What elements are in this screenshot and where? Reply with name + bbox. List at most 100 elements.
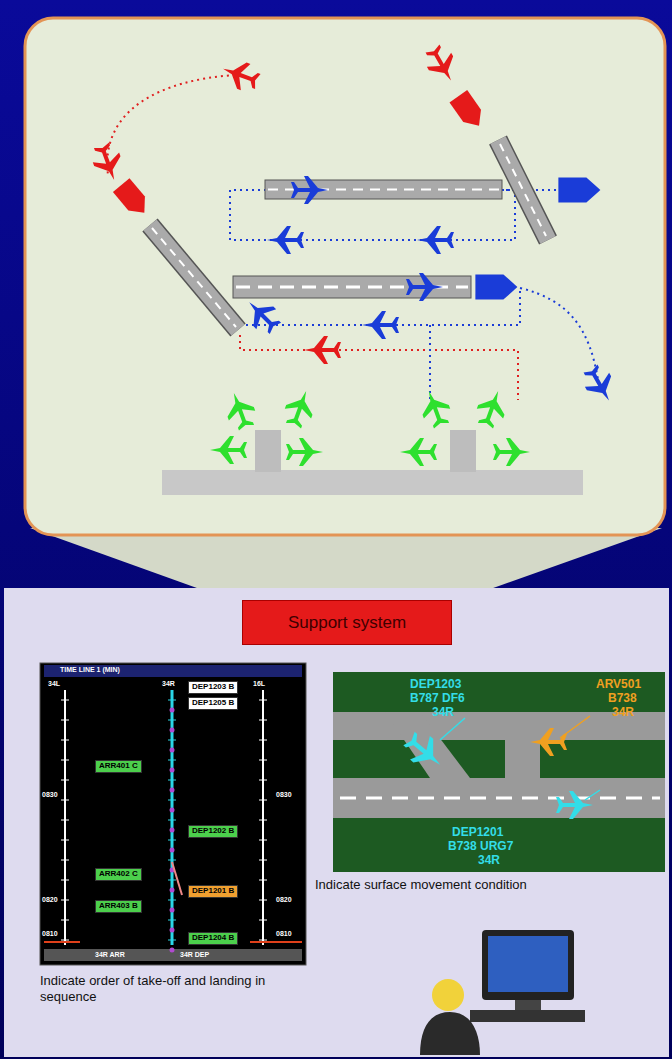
art-stroke: [230, 190, 265, 240]
art-stroke: [44, 941, 80, 943]
tick: [61, 840, 69, 841]
art-stroke: [498, 140, 548, 240]
art-stroke: [406, 273, 443, 301]
timeline-label: 34R DEP: [180, 951, 209, 959]
art-stroke: [113, 178, 153, 219]
tick: [259, 700, 267, 701]
flight-tag: ARR403 B: [95, 900, 142, 913]
art-stroke: [470, 1010, 585, 1022]
art-stroke: [88, 42, 488, 364]
tick: [259, 840, 267, 841]
flight-label: B738: [608, 692, 637, 705]
timeline-label: 0830: [276, 791, 292, 799]
art-stroke: [162, 470, 583, 495]
art-stroke: [239, 176, 621, 408]
flight-label: 34R: [432, 706, 454, 719]
art-stroke: [560, 716, 590, 738]
tick: [61, 820, 69, 821]
tag-text: DEP1202 B: [192, 827, 234, 836]
tick: [168, 820, 176, 821]
timeline-label: 0810: [276, 930, 292, 938]
dot: [170, 728, 175, 733]
art-stroke: [88, 140, 127, 184]
art-stroke: [240, 335, 518, 400]
tick: [61, 940, 69, 941]
art-stroke: [450, 430, 476, 472]
art-stroke: [578, 362, 621, 408]
tick: [61, 720, 69, 721]
tick: [259, 820, 267, 821]
flight-label: DEP1201: [452, 826, 503, 839]
art-stroke: [107, 75, 235, 175]
tick: [61, 920, 69, 921]
art-stroke: [585, 790, 600, 800]
screen-panel: Indicate order of take-off and landing i…: [38, 663, 308, 1035]
timeline-label: 34R ARR: [95, 951, 125, 959]
art-stroke: [515, 1000, 541, 1010]
dot: [170, 788, 175, 793]
tick: [259, 880, 267, 881]
art-stroke: [150, 140, 548, 330]
art-stroke: [61, 700, 267, 953]
art-stroke: [440, 716, 600, 800]
flight-label: DEP1203: [410, 678, 461, 691]
tick: [168, 920, 176, 921]
tick: [259, 740, 267, 741]
flight-tag: ARR402 C: [95, 868, 142, 881]
tick: [61, 880, 69, 881]
flight-label: 34R: [478, 854, 500, 867]
tick: [168, 720, 176, 721]
art-stroke: [520, 288, 598, 380]
tick: [259, 800, 267, 801]
art-stroke: [399, 727, 450, 777]
screen-caption: Indicate order of take-off and landing i…: [40, 973, 306, 1006]
tick: [168, 760, 176, 761]
tick: [61, 900, 69, 901]
art-stroke: [498, 140, 548, 240]
art-stroke: [65, 690, 263, 945]
art-stroke: [558, 177, 600, 202]
art-stroke: [500, 144, 546, 236]
surface-map: [333, 672, 665, 872]
tick: [259, 920, 267, 921]
tick: [168, 700, 176, 701]
art-stroke: [420, 42, 463, 88]
art-stroke: [40, 663, 306, 965]
tick: [168, 860, 176, 861]
tick: [168, 940, 176, 941]
tick: [259, 760, 267, 761]
timeline-label: TIME LINE 1 (MIN): [60, 666, 120, 674]
tag-text: DEP1204 B: [192, 934, 234, 943]
art-stroke: [250, 941, 302, 943]
dot: [170, 928, 175, 933]
tag-text: DEP1203 B: [192, 683, 234, 692]
art-stroke: [333, 778, 665, 818]
tick: [168, 840, 176, 841]
timeline-label: 0820: [276, 896, 292, 904]
art-stroke: [488, 936, 568, 992]
art-stroke: [150, 225, 238, 330]
tag-text: DEP1205 B: [192, 699, 234, 708]
tick: [61, 860, 69, 861]
tick: [168, 880, 176, 881]
tick: [259, 720, 267, 721]
art-stroke: [267, 226, 304, 254]
art-stroke: [417, 226, 454, 254]
tick: [259, 780, 267, 781]
art-stroke: [556, 791, 593, 819]
art-stroke: [420, 1012, 480, 1055]
flight-label: B787 DF6: [410, 692, 465, 705]
dot: [170, 808, 175, 813]
dot: [170, 748, 175, 753]
art-stroke: [172, 862, 182, 895]
art-stroke: [64, 690, 66, 945]
dot: [170, 948, 175, 953]
airport: [88, 42, 621, 495]
flight-label: B738 URG7: [448, 840, 513, 853]
dot: [170, 908, 175, 913]
art-stroke: [25, 18, 665, 535]
flight-label: 34R: [612, 706, 634, 719]
tick: [61, 780, 69, 781]
